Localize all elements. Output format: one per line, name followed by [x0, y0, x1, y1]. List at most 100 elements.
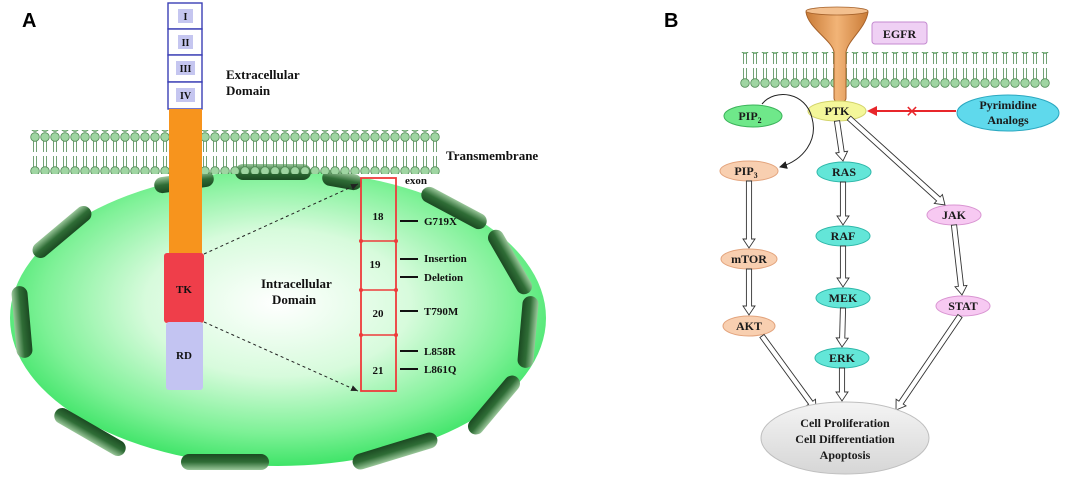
domain-fill-iv	[176, 88, 195, 102]
stat-label: STAT	[948, 299, 978, 313]
egfr-receptor-top	[805, 6, 869, 16]
pathway-arrow	[742, 268, 756, 316]
pathway-arrow	[835, 307, 850, 348]
pathway-arrow	[833, 120, 849, 162]
exon-column: 18 19 20 21	[359, 177, 398, 392]
pathway-arrow	[836, 181, 850, 226]
outcome-node	[760, 401, 930, 475]
domain-fill-iii	[176, 61, 195, 75]
exon-18-label: 18	[373, 211, 385, 223]
envelope-segment	[488, 229, 532, 295]
exon-joint	[394, 288, 398, 292]
pathway-arrow	[759, 333, 817, 411]
akt-label: AKT	[736, 319, 762, 333]
exon-21-label: 21	[373, 365, 384, 377]
exon-joint	[359, 333, 363, 337]
ras-label: RAS	[832, 165, 856, 179]
pathway-arrow	[835, 367, 849, 402]
pip3-label: PIP3	[734, 164, 757, 180]
nuclear-envelope	[11, 164, 539, 470]
mutation-deletion: Deletion	[424, 272, 463, 284]
tyrosine-kinase-domain	[164, 253, 204, 323]
panel-b: B EGFR PTK PIP2 Pyrimidine Analogs ✕ PIP…	[664, 6, 1060, 475]
exon-joint	[359, 239, 363, 243]
domain-label-iv: IV	[180, 91, 192, 102]
mutation-l858r: L858R	[424, 346, 457, 358]
domain-label-ii: II	[182, 38, 190, 49]
mutation-insertion: Insertion	[424, 253, 467, 265]
pyrimidine-label-line2: Analogs	[987, 113, 1029, 127]
zoom-line-top	[203, 183, 359, 255]
regulatory-domain	[166, 322, 203, 390]
raf-label: RAF	[831, 229, 856, 243]
intracellular-label-line1: Intracellular	[261, 276, 332, 291]
domain-label-iii: III	[180, 64, 192, 75]
envelope-segment	[11, 286, 33, 358]
panel-a: A Transmembrane I II	[10, 2, 546, 470]
extracellular-domains: I II III IV	[167, 2, 203, 110]
mtor-label: mTOR	[731, 252, 767, 266]
pyrimidine-label-line1: Pyrimidine	[979, 98, 1037, 112]
mutation-l861q: L861Q	[424, 364, 457, 376]
pip3-label-main: PIP	[734, 164, 753, 178]
pip3-label-sub: 3	[754, 171, 758, 180]
cell-cytoplasm	[10, 170, 546, 466]
egfr-label: EGFR	[883, 27, 917, 41]
zoom-line-bottom	[203, 321, 359, 392]
panel-a-letter: A	[22, 10, 36, 32]
plasma-membrane-bilayer-b	[740, 52, 1050, 88]
extracellular-label-line2: Domain	[226, 83, 271, 98]
exon-header: exon	[405, 175, 427, 187]
outcome-line1: Cell Proliferation	[800, 416, 890, 430]
pip2-label-main: PIP	[738, 109, 757, 123]
receptor-transmembrane-segment	[169, 109, 202, 254]
akt-node	[722, 315, 776, 337]
egfr-label-box	[871, 21, 928, 45]
pathway-arrows	[742, 115, 968, 411]
erk-label: ERK	[829, 351, 856, 365]
envelope-segment	[352, 432, 438, 470]
exon-column-border	[360, 177, 397, 392]
domain-label-i: I	[184, 12, 188, 23]
pathway-arrow	[846, 115, 946, 206]
plasma-membrane-bilayer	[30, 130, 440, 174]
domain-fill-ii	[178, 35, 193, 49]
exon-joint	[359, 288, 363, 292]
pip2-to-pip3-arrow	[761, 94, 814, 169]
pip2-node	[723, 104, 783, 128]
mutation-t790m: T790M	[424, 306, 459, 318]
extracellular-label-line1: Extracellular	[226, 67, 300, 82]
ptk-label: PTK	[825, 104, 850, 118]
pathway-arrow	[950, 224, 968, 296]
outcome-line3: Apoptosis	[820, 448, 871, 462]
mutation-markers: G719X Insertion Deletion T790M L858R L86…	[400, 216, 467, 376]
jak-label: JAK	[942, 208, 967, 222]
stat-node	[935, 295, 991, 317]
exon-20-label: 20	[373, 308, 385, 320]
intracellular-label-line2: Domain	[272, 292, 317, 307]
domain-fill-i	[178, 9, 193, 23]
pip2-label: PIP2	[738, 109, 761, 125]
inhibition-mark: ✕	[905, 102, 918, 121]
mutation-g719x: G719X	[424, 216, 457, 228]
tk-label: TK	[176, 284, 192, 296]
pathway-arrow	[895, 313, 963, 411]
envelope-segment	[32, 206, 92, 258]
exon-19-label: 19	[370, 259, 382, 271]
exon-joint	[394, 333, 398, 337]
pathway-arrow	[742, 180, 756, 249]
envelope-segment	[517, 296, 539, 368]
envelope-segment	[54, 408, 126, 456]
envelope-segment	[421, 186, 487, 230]
panel-b-letter: B	[664, 10, 678, 32]
outcome-line2: Cell Differentiation	[795, 432, 895, 446]
envelope-segment	[468, 375, 520, 435]
mek-label: MEK	[829, 291, 858, 305]
pathway-arrow	[836, 245, 850, 288]
rd-label: RD	[176, 350, 192, 362]
pip2-label-sub: 2	[758, 116, 762, 125]
exon-joint	[394, 239, 398, 243]
transmembrane-label: Transmembrane	[446, 148, 538, 163]
envelope-segment	[181, 454, 269, 470]
